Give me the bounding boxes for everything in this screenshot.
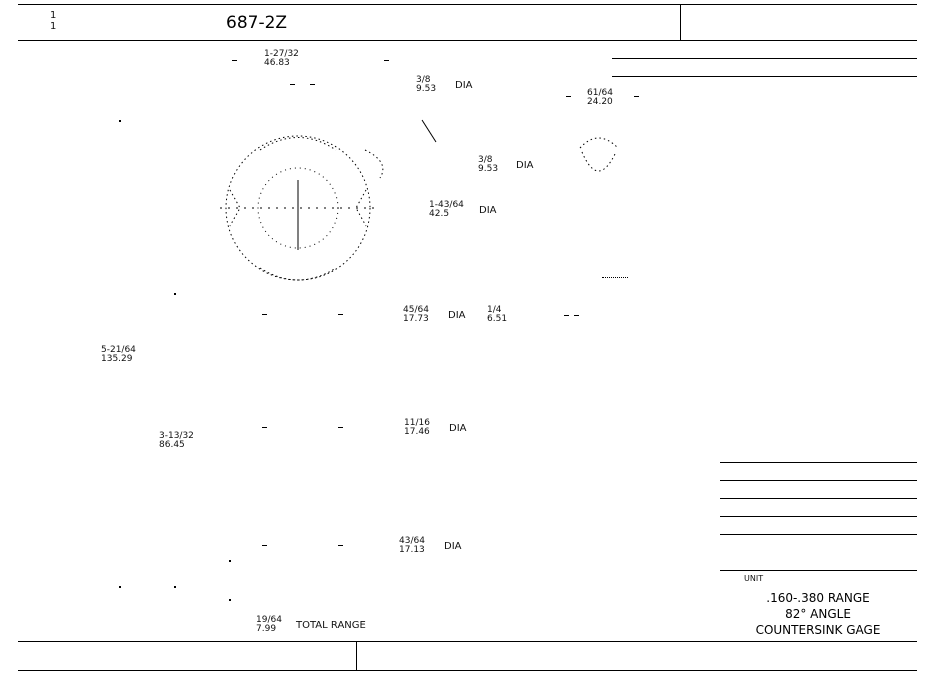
- dim-tick: [384, 60, 389, 61]
- dim-tick: [310, 84, 315, 85]
- header-vertical-divider: [680, 4, 681, 40]
- dia-label: DIA: [444, 541, 462, 552]
- dim-tick: [634, 96, 639, 97]
- detail-arc-upper: [579, 137, 619, 149]
- gage-right-lobe: [364, 149, 384, 179]
- title-block-line-3: [720, 498, 917, 499]
- dim-dot: [229, 560, 231, 562]
- gage-bottom-arc: [259, 267, 337, 281]
- leader-line: [421, 119, 437, 143]
- footer-vertical-divider: [356, 641, 357, 670]
- dim-dot: [119, 586, 121, 588]
- dim-dot: [229, 599, 231, 601]
- dia-label: DIA: [449, 423, 467, 434]
- dim-tick: [564, 315, 569, 316]
- dim-tick: [232, 60, 237, 61]
- dim-tick: [338, 545, 343, 546]
- footer-bottom-line: [18, 670, 917, 671]
- dim-tick: [262, 314, 267, 315]
- dim-tick: [262, 545, 267, 546]
- gage-outer-circle: [225, 135, 371, 281]
- dim-dot: [174, 293, 176, 295]
- frame-top-line: [18, 4, 917, 5]
- detail-arc: [581, 151, 617, 172]
- dia-label: DIA: [479, 205, 497, 216]
- revision-block-line-1: [612, 58, 917, 59]
- title-angle: 82° ANGLE: [785, 607, 851, 621]
- total-range-label: TOTAL RANGE: [296, 620, 366, 631]
- dia-label: DIA: [455, 80, 473, 91]
- header-divider-line: [18, 40, 917, 41]
- dim-tick: [566, 96, 571, 97]
- title-block-line-2: [720, 480, 917, 481]
- dim-tick: [338, 314, 343, 315]
- footer-top-line: [18, 641, 917, 642]
- part-number: 687-2Z: [226, 13, 288, 33]
- title-range: .160-.380 RANGE: [766, 591, 870, 605]
- dia-label: DIA: [516, 160, 534, 171]
- title-block-line-1: [720, 462, 917, 463]
- revision-block-line-2: [612, 76, 917, 77]
- title-block-line-4: [720, 516, 917, 517]
- title-block-line-6: [720, 570, 917, 571]
- dim-dot: [119, 120, 121, 122]
- dim-tick: [602, 277, 628, 278]
- gage-left-notch: [229, 189, 241, 227]
- sheet-number: 1 1: [50, 10, 57, 32]
- dim-tick: [290, 84, 295, 85]
- gage-drawing: [220, 119, 437, 281]
- title-block-line-5: [720, 534, 917, 535]
- dia-label: DIA: [448, 310, 466, 321]
- dim-tick: [338, 427, 343, 428]
- dim-tick: [574, 315, 579, 316]
- title-description: COUNTERSINK GAGE: [755, 623, 881, 637]
- dim-tick: [262, 427, 267, 428]
- unit-label: UNIT: [744, 574, 764, 583]
- detail-view: [579, 137, 619, 172]
- dim-dot: [174, 586, 176, 588]
- gage-top-arc: [259, 137, 337, 151]
- gage-inner-circle: [257, 167, 339, 249]
